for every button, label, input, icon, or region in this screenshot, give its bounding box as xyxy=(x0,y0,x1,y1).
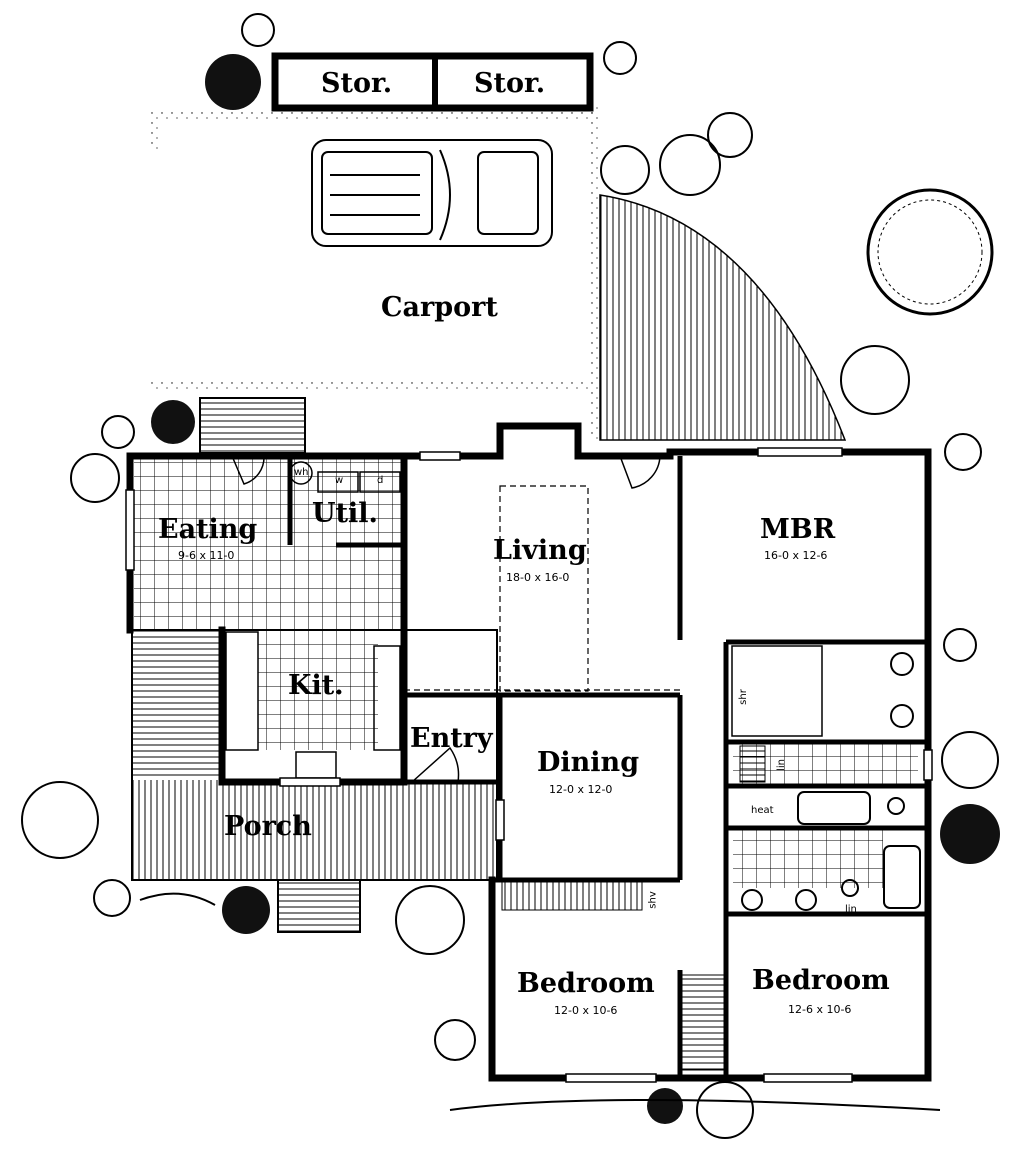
kitchen-label: Kit. xyxy=(288,670,344,701)
bedroom-right-label: Bedroom xyxy=(752,965,890,996)
eating-size: 9-6 x 11-0 xyxy=(178,549,235,562)
front-steps xyxy=(277,879,361,933)
carport-slab xyxy=(150,100,600,440)
heat-label: heat xyxy=(751,805,774,816)
storage-block xyxy=(271,52,594,112)
washer-label: w xyxy=(335,475,344,486)
entry-label: Entry xyxy=(410,723,493,754)
back-steps xyxy=(199,397,306,454)
linen-label-lower: lin xyxy=(845,904,857,915)
dining-size: 12-0 x 12-0 xyxy=(549,783,613,796)
door-swings xyxy=(231,455,661,783)
porch-label: Porch xyxy=(224,811,312,842)
mbr-label: MBR xyxy=(760,514,836,545)
windows xyxy=(125,447,933,1083)
kitchen-tile xyxy=(258,630,378,750)
shelf-label: shv xyxy=(647,891,659,909)
dryer-label: d xyxy=(377,475,384,486)
shower-label: shr xyxy=(737,689,749,705)
water-heater-label: wh xyxy=(294,467,309,478)
interior-walls xyxy=(287,456,928,1078)
porch-deck xyxy=(131,629,498,881)
storage-right-label: Stor. xyxy=(474,68,546,99)
living-label: Living xyxy=(493,535,587,566)
carport-label: Carport xyxy=(381,292,498,323)
dining-label: Dining xyxy=(537,747,640,778)
closets xyxy=(501,645,823,1071)
kitchen-counters xyxy=(225,631,401,779)
landscape-shrubs xyxy=(21,13,1000,1139)
eating-label: Eating xyxy=(158,514,258,545)
bath-fixtures xyxy=(741,652,921,911)
bedroom-left-size: 12-0 x 10-6 xyxy=(554,1004,618,1017)
bedroom-left-label: Bedroom xyxy=(517,968,655,999)
bath-tile-lower xyxy=(733,828,883,888)
patio-hatch xyxy=(599,194,847,441)
bedroom-right-size: 12-6 x 10-6 xyxy=(788,1003,852,1016)
living-dashed xyxy=(404,485,680,692)
utility-appliances xyxy=(289,461,401,493)
car-outline xyxy=(311,139,553,247)
linen-label-upper: lin xyxy=(775,759,787,771)
living-size: 18-0 x 16-0 xyxy=(506,571,570,584)
utility-label: Util. xyxy=(312,498,378,529)
storage-left-label: Stor. xyxy=(321,68,393,99)
mbr-size: 16-0 x 12-6 xyxy=(764,549,828,562)
